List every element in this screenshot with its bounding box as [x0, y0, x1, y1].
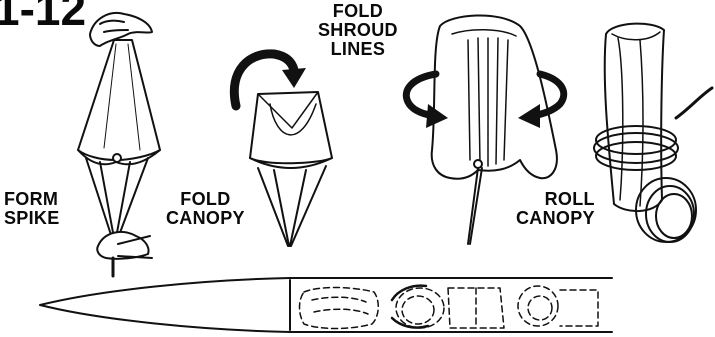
form-spike-label-line-1: FORM [4, 190, 60, 209]
fold-shroud-lines-label-line-3: LINES [318, 40, 398, 59]
fold-canopy-label-line-2: CANOPY [166, 209, 245, 228]
fold-canopy-drawing [234, 54, 332, 246]
roll-canopy-label-line-2: CANOPY [516, 209, 595, 228]
fold-shroud-lines-label-line-2: SHROUD [318, 21, 398, 40]
fold-shroud-lines-label: FOLD SHROUD LINES [318, 2, 398, 59]
form-spike-drawing [78, 13, 160, 276]
roll-canopy-drawing [594, 24, 712, 242]
roll-canopy-label: ROLL CANOPY [516, 190, 595, 228]
roll-canopy-label-line-1: ROLL [516, 190, 595, 209]
fold-shroud-lines-label-line-1: FOLD [318, 2, 398, 21]
container-drawing [40, 278, 612, 332]
form-spike-label: FORM SPIKE [4, 190, 60, 228]
form-spike-label-line-2: SPIKE [4, 209, 60, 228]
fold-canopy-label-line-1: FOLD [166, 190, 245, 209]
fold-canopy-label: FOLD CANOPY [166, 190, 245, 228]
